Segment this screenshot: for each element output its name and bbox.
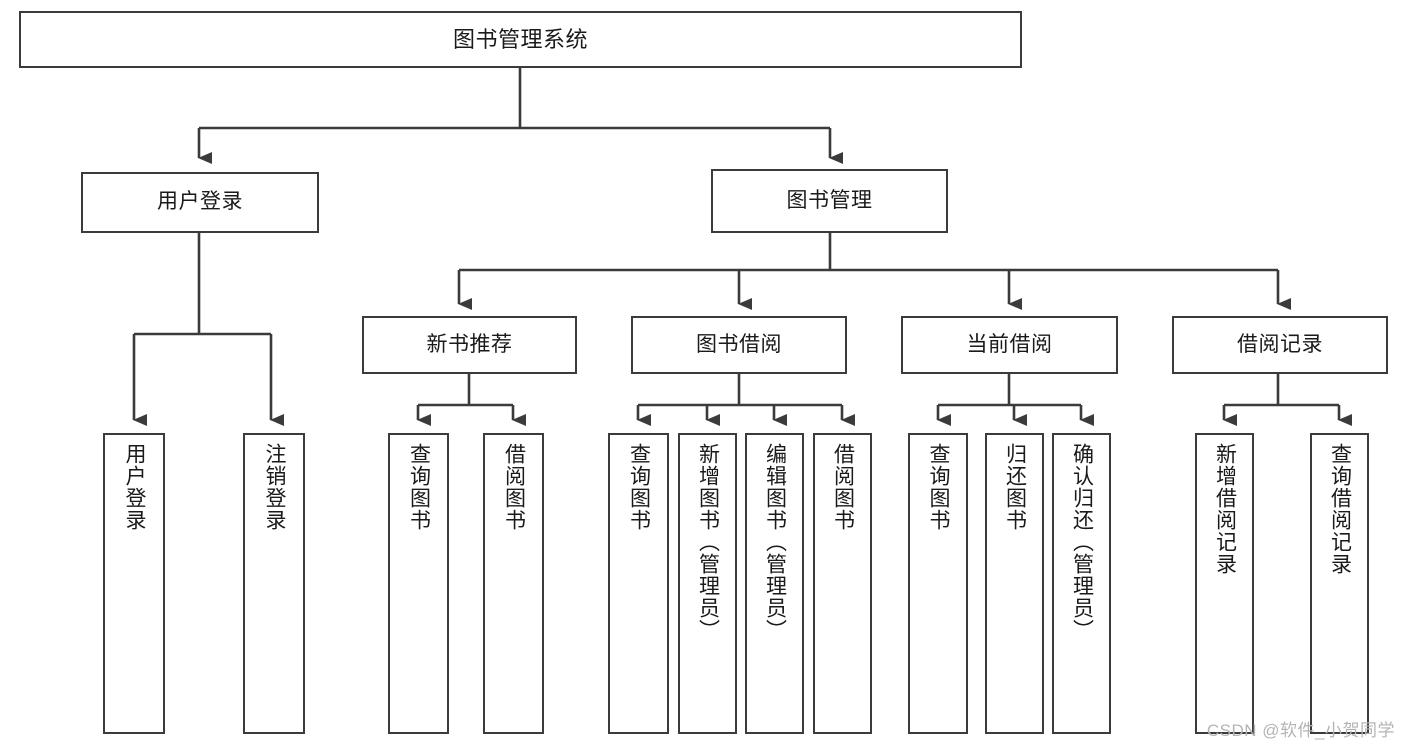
node-label: 图书借阅 — [696, 332, 782, 356]
node-label: 图书管理系统 — [452, 26, 588, 52]
node-leaf-book-borrow-borrow-book[interactable]: 借阅图书 — [813, 433, 872, 734]
node-label: 用户登录 — [157, 190, 243, 214]
node-borrow-record[interactable]: 借阅记录 — [1172, 316, 1388, 374]
node-user-login[interactable]: 用户登录 — [81, 172, 319, 233]
node-label: 图书管理 — [786, 188, 873, 212]
node-leaf-book-borrow-edit-book-admin[interactable]: 编辑图书（管理员） — [745, 433, 804, 734]
node-label: 新增借阅记录 — [1213, 443, 1237, 575]
watermark-text: CSDN @软件_小贺同学 — [1206, 721, 1395, 740]
node-book-borrow[interactable]: 图书借阅 — [631, 316, 847, 374]
node-label: 借阅图书 — [831, 443, 855, 531]
node-label: 当前借阅 — [966, 332, 1053, 356]
node-label: 确认归还（管理员） — [1070, 443, 1094, 641]
node-current-borrow[interactable]: 当前借阅 — [901, 316, 1118, 374]
node-leaf-current-borrow-return-book[interactable]: 归还图书 — [985, 433, 1044, 734]
node-new-book-recommend[interactable]: 新书推荐 — [362, 316, 577, 374]
node-label: 查询图书 — [927, 443, 951, 531]
node-root-library-management-system[interactable]: 图书管理系统 — [19, 11, 1022, 68]
node-leaf-current-borrow-query-book[interactable]: 查询图书 — [908, 433, 968, 734]
node-label: 注销登录 — [263, 443, 287, 531]
node-leaf-current-borrow-confirm-return-admin[interactable]: 确认归还（管理员） — [1052, 433, 1111, 734]
node-label: 用户登录 — [123, 443, 147, 531]
node-label: 借阅图书 — [502, 443, 526, 531]
node-leaf-book-borrow-query-book[interactable]: 查询图书 — [608, 433, 669, 734]
node-label: 查询图书 — [627, 443, 651, 531]
node-label: 借阅记录 — [1237, 332, 1323, 356]
node-leaf-user-login-logout[interactable]: 注销登录 — [243, 433, 305, 734]
node-leaf-user-login-login[interactable]: 用户登录 — [103, 433, 165, 734]
node-label: 新书推荐 — [426, 332, 513, 356]
node-leaf-book-borrow-add-book-admin[interactable]: 新增图书（管理员） — [678, 433, 737, 734]
node-label: 归还图书 — [1003, 443, 1027, 531]
node-book-management[interactable]: 图书管理 — [711, 169, 948, 233]
node-label: 查询借阅记录 — [1328, 443, 1352, 575]
node-label: 新增图书（管理员） — [696, 443, 720, 641]
node-leaf-new-book-borrow-book[interactable]: 借阅图书 — [483, 433, 544, 734]
node-leaf-new-book-query-book[interactable]: 查询图书 — [388, 433, 449, 734]
node-label: 编辑图书（管理员） — [763, 443, 787, 641]
node-leaf-borrow-record-query-record[interactable]: 查询借阅记录 — [1310, 433, 1369, 734]
node-leaf-borrow-record-add-record[interactable]: 新增借阅记录 — [1195, 433, 1254, 734]
node-label: 查询图书 — [407, 443, 431, 531]
